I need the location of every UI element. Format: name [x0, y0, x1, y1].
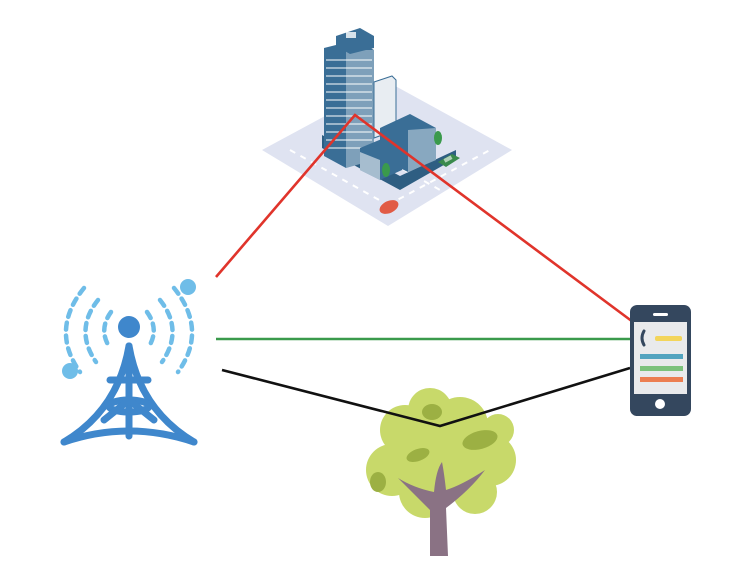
tree-icon: [366, 388, 516, 556]
antenna-tip: [118, 316, 140, 338]
tower-windows: [326, 59, 372, 149]
rooftop-block: [336, 28, 374, 54]
screen-bar-orange: [640, 377, 683, 382]
green-car-icon: [438, 154, 460, 167]
phone-call-icon: [640, 329, 646, 347]
building-base: [322, 135, 456, 190]
red-car-icon: [379, 200, 399, 214]
screen-bar-green: [640, 366, 683, 371]
tree-shading: [370, 404, 498, 492]
cell-tower-icon: [60, 279, 198, 446]
radio-waves: [63, 285, 195, 375]
phone-home-button: [655, 399, 665, 409]
city-building-icon: [262, 28, 512, 226]
tower-structure: [60, 342, 198, 446]
reflected-path-line: [215, 113, 634, 324]
scattered-path-line: [221, 366, 631, 428]
screen-bar-blue: [640, 354, 683, 359]
smartphone-icon: [630, 305, 691, 416]
tree-trunk: [398, 462, 485, 556]
wave-dot: [62, 363, 78, 379]
signal-paths: [215, 113, 634, 341]
small-tree-icon: [382, 163, 390, 177]
small-tree-icon: [434, 131, 442, 145]
screen-bar-yellow: [655, 336, 682, 341]
phone-speaker: [653, 313, 668, 316]
wave-dot: [180, 279, 196, 295]
